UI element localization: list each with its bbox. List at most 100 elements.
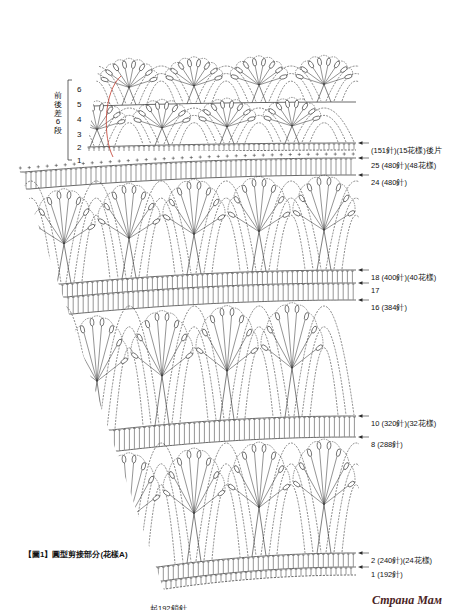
stitch-mark	[260, 571, 263, 572]
chain-loop	[37, 103, 47, 107]
stitch-mark	[162, 290, 165, 291]
stitch-mark	[311, 569, 312, 576]
stitch-mark	[272, 556, 275, 557]
stitch-mark	[230, 161, 233, 162]
stitch-mark	[332, 284, 335, 285]
stitch-mark	[128, 146, 131, 147]
stitch-mark	[243, 144, 246, 145]
stitch-mark	[100, 167, 103, 168]
stitch-mark	[255, 571, 258, 572]
chain-arch	[147, 485, 175, 566]
stitch-mark	[291, 271, 294, 272]
stitch-mark	[165, 163, 168, 164]
chain-loop	[113, 186, 124, 193]
stitch-mark	[283, 556, 284, 569]
stitch-mark	[227, 274, 228, 286]
stitch-mark	[287, 272, 288, 284]
fan-stem	[194, 72, 212, 86]
stitch-mark	[352, 554, 355, 555]
chain-row	[56, 270, 356, 284]
stitch-mark	[147, 291, 150, 292]
stitch-mark	[352, 284, 355, 285]
stitch-mark	[287, 555, 290, 556]
stitch-mark	[117, 293, 120, 294]
stitch-mark	[278, 144, 281, 145]
row-arrows	[358, 141, 369, 569]
chain-loop	[123, 183, 134, 186]
fan-stem	[285, 368, 292, 417]
stitch-mark	[184, 424, 185, 444]
puff-stitch	[165, 75, 173, 81]
stitch-mark	[285, 159, 288, 160]
sc-mark	[316, 153, 319, 156]
chain-loop	[211, 458, 220, 472]
stitch-mark	[341, 159, 342, 175]
row-label-slot: 25 (480針)(48花樣)	[371, 154, 436, 172]
stitch-mark	[327, 284, 330, 285]
stitch-mark	[309, 418, 310, 438]
stitch-mark	[183, 565, 184, 578]
chain-loop	[301, 61, 309, 67]
chain-loop	[16, 198, 25, 210]
stitch-mark	[122, 280, 123, 292]
stitch-mark	[279, 144, 280, 150]
puff-stitch	[122, 455, 126, 463]
stitch-mark	[186, 579, 187, 586]
stitch-mark	[131, 279, 134, 280]
stitch-mark	[182, 289, 185, 290]
stitch-mark	[328, 284, 329, 300]
stitch-mark	[169, 425, 170, 445]
stitch-mark	[67, 285, 68, 297]
puff-stitch	[68, 119, 76, 125]
chain-loop	[287, 97, 297, 100]
stitch-mark	[203, 562, 204, 575]
puff-stitch	[201, 328, 208, 336]
fan-stem	[274, 113, 292, 126]
stitch-mark	[297, 272, 298, 284]
fan-stem	[236, 78, 259, 85]
fan-stem	[129, 74, 147, 88]
chain-loop	[299, 449, 308, 463]
stitch-mark	[271, 272, 274, 273]
stitch-mark	[170, 580, 173, 581]
stitch-mark	[326, 568, 327, 575]
fan-stem	[129, 222, 154, 238]
arrow-head	[358, 298, 363, 302]
puff-stitch	[294, 100, 299, 108]
fan-stem	[64, 81, 87, 88]
stitch-mark	[198, 145, 201, 146]
fan-stem	[247, 67, 259, 85]
stitch-mark	[222, 274, 223, 286]
stitch-mark	[242, 558, 245, 559]
stitch-mark	[346, 568, 347, 575]
stitch-mark	[88, 296, 89, 312]
stitch-mark	[297, 555, 300, 556]
stitch-mark	[233, 559, 234, 572]
chain-loop	[349, 196, 355, 212]
stitch-mark	[268, 557, 269, 570]
stitch-mark	[218, 145, 221, 146]
stitch-mark	[201, 274, 204, 275]
chain-loop	[330, 441, 341, 449]
puff-stitch	[317, 178, 322, 186]
chain-arch	[139, 464, 183, 566]
puff-stitch	[210, 103, 217, 111]
stitch-mark	[212, 274, 213, 286]
fan-stem	[306, 71, 324, 85]
chain-loop	[242, 104, 250, 110]
stitch-mark	[103, 147, 106, 148]
fan-stem	[259, 185, 264, 232]
stitch-mark	[281, 160, 282, 176]
row-label-slot: 1 (192針)	[371, 563, 403, 581]
stitch-mark	[272, 285, 275, 286]
stitch-mark	[148, 291, 149, 307]
puff-stitch	[227, 211, 235, 218]
fan-stem	[324, 214, 349, 230]
stitch-mark	[336, 568, 337, 575]
stitch-mark	[174, 425, 175, 445]
stitch-mark	[127, 292, 130, 293]
stitch-mark	[258, 557, 259, 570]
fan-stem	[129, 192, 134, 239]
chain-loop	[47, 107, 55, 113]
stitch-mark	[321, 569, 322, 576]
